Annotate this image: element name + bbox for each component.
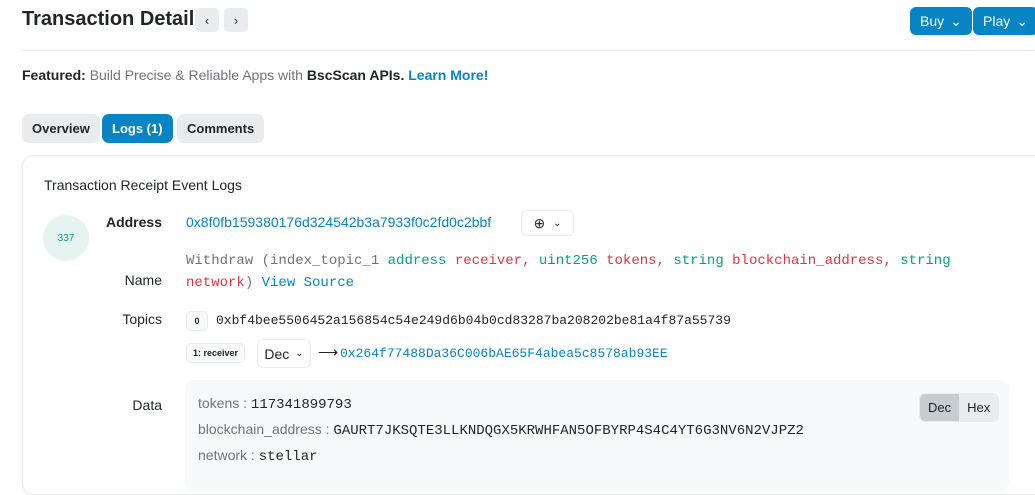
data-row: blockchain_address : GAURT7JKSQTE3LLKNDQ…: [198, 421, 804, 439]
data-box: [185, 380, 1009, 490]
param-type: uint256: [538, 253, 598, 269]
format-value: Dec: [264, 345, 290, 362]
data-value: 117341899793: [250, 397, 352, 413]
prev-button[interactable]: ‹: [195, 8, 219, 32]
log-index-badge: 337: [43, 215, 89, 261]
arrow-right-icon: ⟶: [318, 344, 339, 360]
chevron-left-icon: ‹: [204, 12, 210, 28]
tab-logs[interactable]: Logs (1): [102, 114, 173, 143]
view-source-link[interactable]: View Source: [261, 275, 355, 291]
dec-hex-toggle: Dec Hex: [919, 393, 1000, 422]
divider: [22, 50, 1035, 51]
data-key: blockchain_address: [198, 421, 322, 437]
param-type: address: [387, 253, 447, 269]
data-row: tokens : 117341899793: [198, 395, 352, 413]
data-row: network : stellar: [198, 447, 318, 465]
next-button[interactable]: ›: [224, 8, 248, 32]
address-label: Address: [105, 214, 162, 230]
zoom-dropdown[interactable]: ⊕⌄: [521, 210, 574, 236]
topic-index-badge: 0: [186, 311, 208, 331]
chevron-down-icon: ⌄: [950, 12, 962, 29]
buy-label: Buy: [920, 13, 945, 29]
param-type: string: [900, 253, 951, 269]
close-paren: ): [244, 275, 254, 291]
param-name: receiver,: [454, 253, 531, 269]
data-key: network: [198, 447, 248, 463]
chevron-down-icon: ⌄: [1016, 12, 1028, 29]
dec-button[interactable]: Dec: [920, 394, 960, 421]
data-key: tokens: [198, 395, 240, 411]
hex-button[interactable]: Hex: [959, 394, 999, 421]
param-type: string: [673, 253, 724, 269]
play-button[interactable]: Play ⌄: [973, 7, 1035, 35]
card-title: Transaction Receipt Event Logs: [44, 177, 242, 193]
tab-comments[interactable]: Comments: [177, 114, 265, 143]
event-name: Withdraw (index_topic_1: [186, 253, 380, 269]
format-select[interactable]: Dec ⌄: [257, 339, 311, 368]
page-title: Transaction Details: [22, 8, 206, 30]
topic-1-link[interactable]: 0x264f77488Da36C006bAE65F4abea5c8578ab93…: [340, 346, 668, 361]
buy-button[interactable]: Buy ⌄: [910, 7, 972, 35]
name-label: Name: [124, 272, 162, 288]
address-link[interactable]: 0x8f0fb159380176d324542b3a7933f0c2fd0c2b…: [186, 214, 492, 230]
featured-brand: BscScan APIs.: [306, 67, 405, 83]
learn-more-link[interactable]: Learn More!: [408, 67, 489, 83]
param-name: tokens,: [606, 253, 665, 269]
play-label: Play: [983, 13, 1011, 29]
featured-text: Build Precise & Reliable Apps with: [89, 67, 303, 83]
data-label: Data: [132, 397, 162, 413]
featured-banner: Featured: Build Precise & Reliable Apps …: [22, 67, 488, 83]
data-value: stellar: [258, 449, 318, 465]
param-name: network: [186, 275, 245, 291]
zoom-in-icon: ⊕: [533, 214, 546, 231]
chevron-down-icon: ⌄: [553, 217, 562, 229]
chevron-right-icon: ›: [233, 12, 239, 28]
chevron-down-icon: ⌄: [295, 348, 304, 359]
topics-label: Topics: [122, 311, 162, 327]
tab-overview[interactable]: Overview: [22, 114, 100, 143]
featured-label: Featured:: [22, 67, 86, 83]
data-value: GAURT7JKSQTE3LLKNDQGX5KRWHFAN5OFBYRP4S4C…: [333, 423, 804, 439]
event-signature: Withdraw (index_topic_1 address receiver…: [186, 250, 1016, 294]
param-name: blockchain_address,: [732, 253, 892, 269]
topic-0-value: 0xbf4bee5506452a156854c54e249d6b04b0cd83…: [216, 313, 731, 328]
topic-index-badge: 1: receiver: [186, 343, 246, 363]
